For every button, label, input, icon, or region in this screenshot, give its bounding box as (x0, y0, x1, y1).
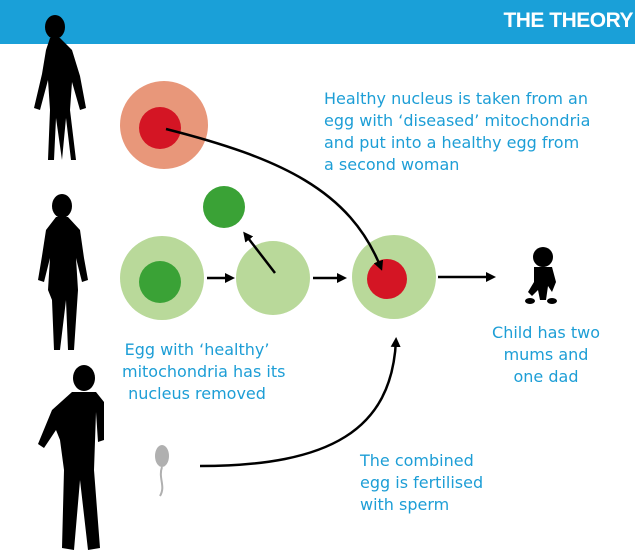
healthy-egg-with-nucleus (120, 236, 204, 320)
man-silhouette-icon (38, 365, 104, 550)
caption-line: a second woman (324, 154, 590, 176)
combined-egg (352, 235, 436, 319)
caption-line: Healthy nucleus is taken from an (324, 88, 590, 110)
fertilised-caption: The combined egg is fertilised with sper… (360, 450, 483, 516)
caption-line: The combined (360, 450, 483, 472)
caption-line: Egg with ‘healthy’ (122, 339, 272, 361)
removed-nucleus (203, 186, 245, 228)
sperm-icon (155, 445, 169, 496)
baby-icon (525, 247, 557, 304)
caption-line: egg is fertilised (360, 472, 483, 494)
diseased-egg (120, 81, 208, 169)
caption-line: mitochondria has its (122, 361, 272, 383)
enucleated-egg (236, 241, 310, 315)
caption-line: mums and (476, 344, 616, 366)
child-caption: Child has two mums and one dad (476, 322, 616, 388)
nucleus-transfer-caption: Healthy nucleus is taken from an egg wit… (324, 88, 590, 176)
caption-line: nucleus removed (122, 383, 272, 405)
nucleus-removed-caption: Egg with ‘healthy’ mitochondria has its … (122, 339, 272, 405)
caption-line: and put into a healthy egg from (324, 132, 590, 154)
caption-line: egg with ‘diseased’ mitochondria (324, 110, 590, 132)
caption-line: with sperm (360, 494, 483, 516)
woman-silhouette-icon (34, 15, 86, 160)
woman-silhouette-icon (38, 194, 88, 350)
caption-line: one dad (476, 366, 616, 388)
caption-line: Child has two (476, 322, 616, 344)
